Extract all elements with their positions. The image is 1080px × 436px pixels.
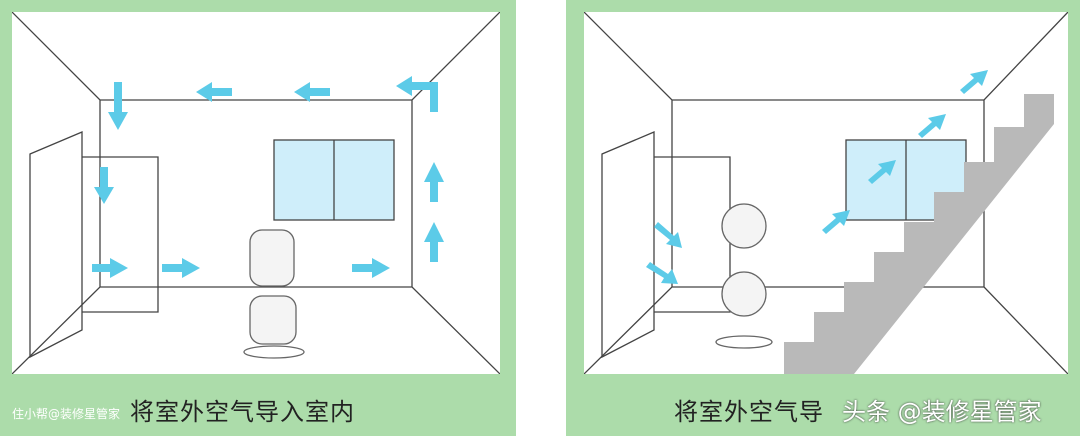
stairs — [784, 94, 1054, 374]
left-panel: 将室外空气导入室内 住小帮@装修星管家 — [0, 0, 516, 436]
room-drawing — [12, 12, 500, 374]
air-purifier — [243, 229, 305, 359]
airflow-arrows — [92, 76, 444, 278]
watermark: 住小帮@装修星管家 — [12, 407, 121, 421]
airflow-arrows — [646, 70, 988, 284]
right-panel: 将室外空气导 头条 @装修星管家 — [566, 0, 1080, 436]
caption: 将室外空气导 — [674, 398, 824, 426]
circulator-fan — [715, 203, 773, 349]
room-illustration — [584, 12, 1068, 374]
room-drawing — [584, 12, 1068, 374]
watermark: 头条 @装修星管家 — [842, 398, 1042, 426]
room-illustration — [12, 12, 500, 374]
caption: 将室外空气导入室内 — [130, 398, 355, 426]
